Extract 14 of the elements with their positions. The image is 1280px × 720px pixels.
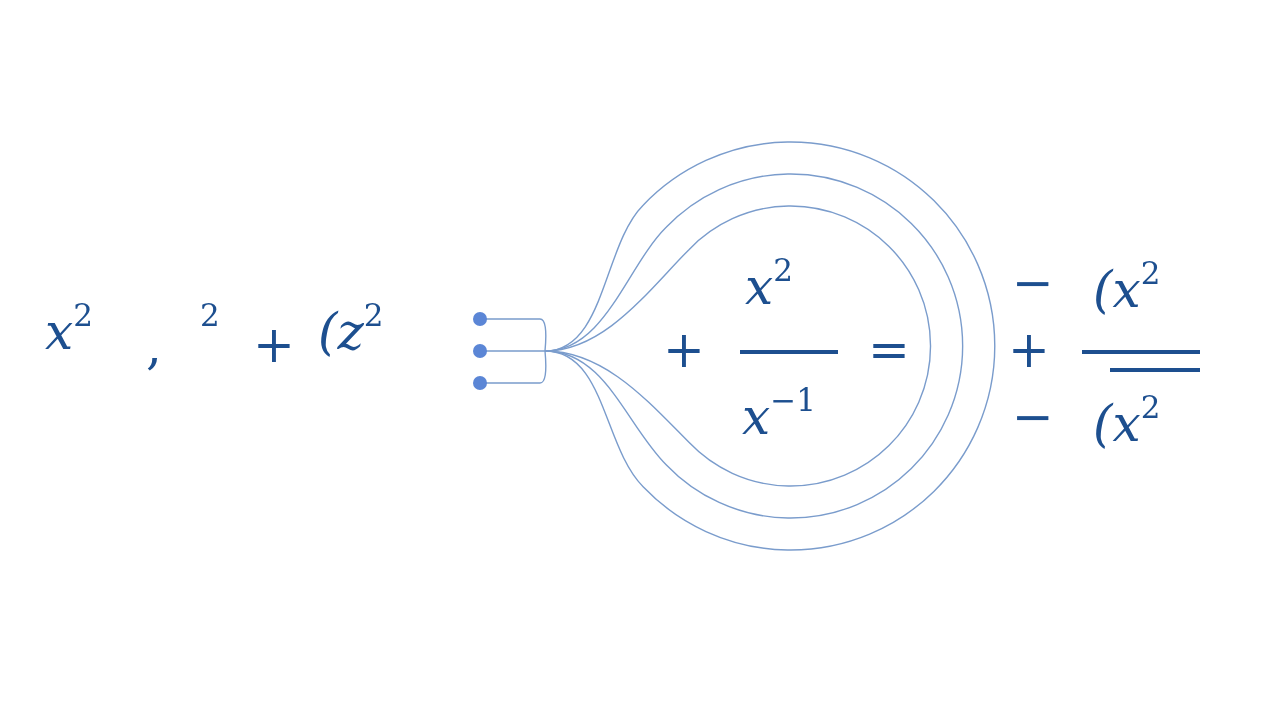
minus-sign: − <box>1012 258 1054 308</box>
math-term: x$^{2}$ <box>45 300 93 358</box>
math-term: x$^{−1}$ <box>742 385 816 443</box>
math-term: x$^{2}$ <box>745 255 793 313</box>
minus-sign: − <box>1012 392 1054 442</box>
plus-sign: + <box>663 325 705 375</box>
superscript-number: 2 <box>200 300 220 335</box>
plus-sign: + <box>1008 325 1050 375</box>
plus-sign: + <box>253 320 295 370</box>
math-term: (x$^{2}$ <box>1093 258 1161 316</box>
math-term: (x$^{2}$ <box>1093 392 1161 450</box>
comma: , <box>146 322 162 372</box>
math-term: (z$^{2}$ <box>318 300 384 358</box>
equals-sign: = <box>868 325 910 375</box>
